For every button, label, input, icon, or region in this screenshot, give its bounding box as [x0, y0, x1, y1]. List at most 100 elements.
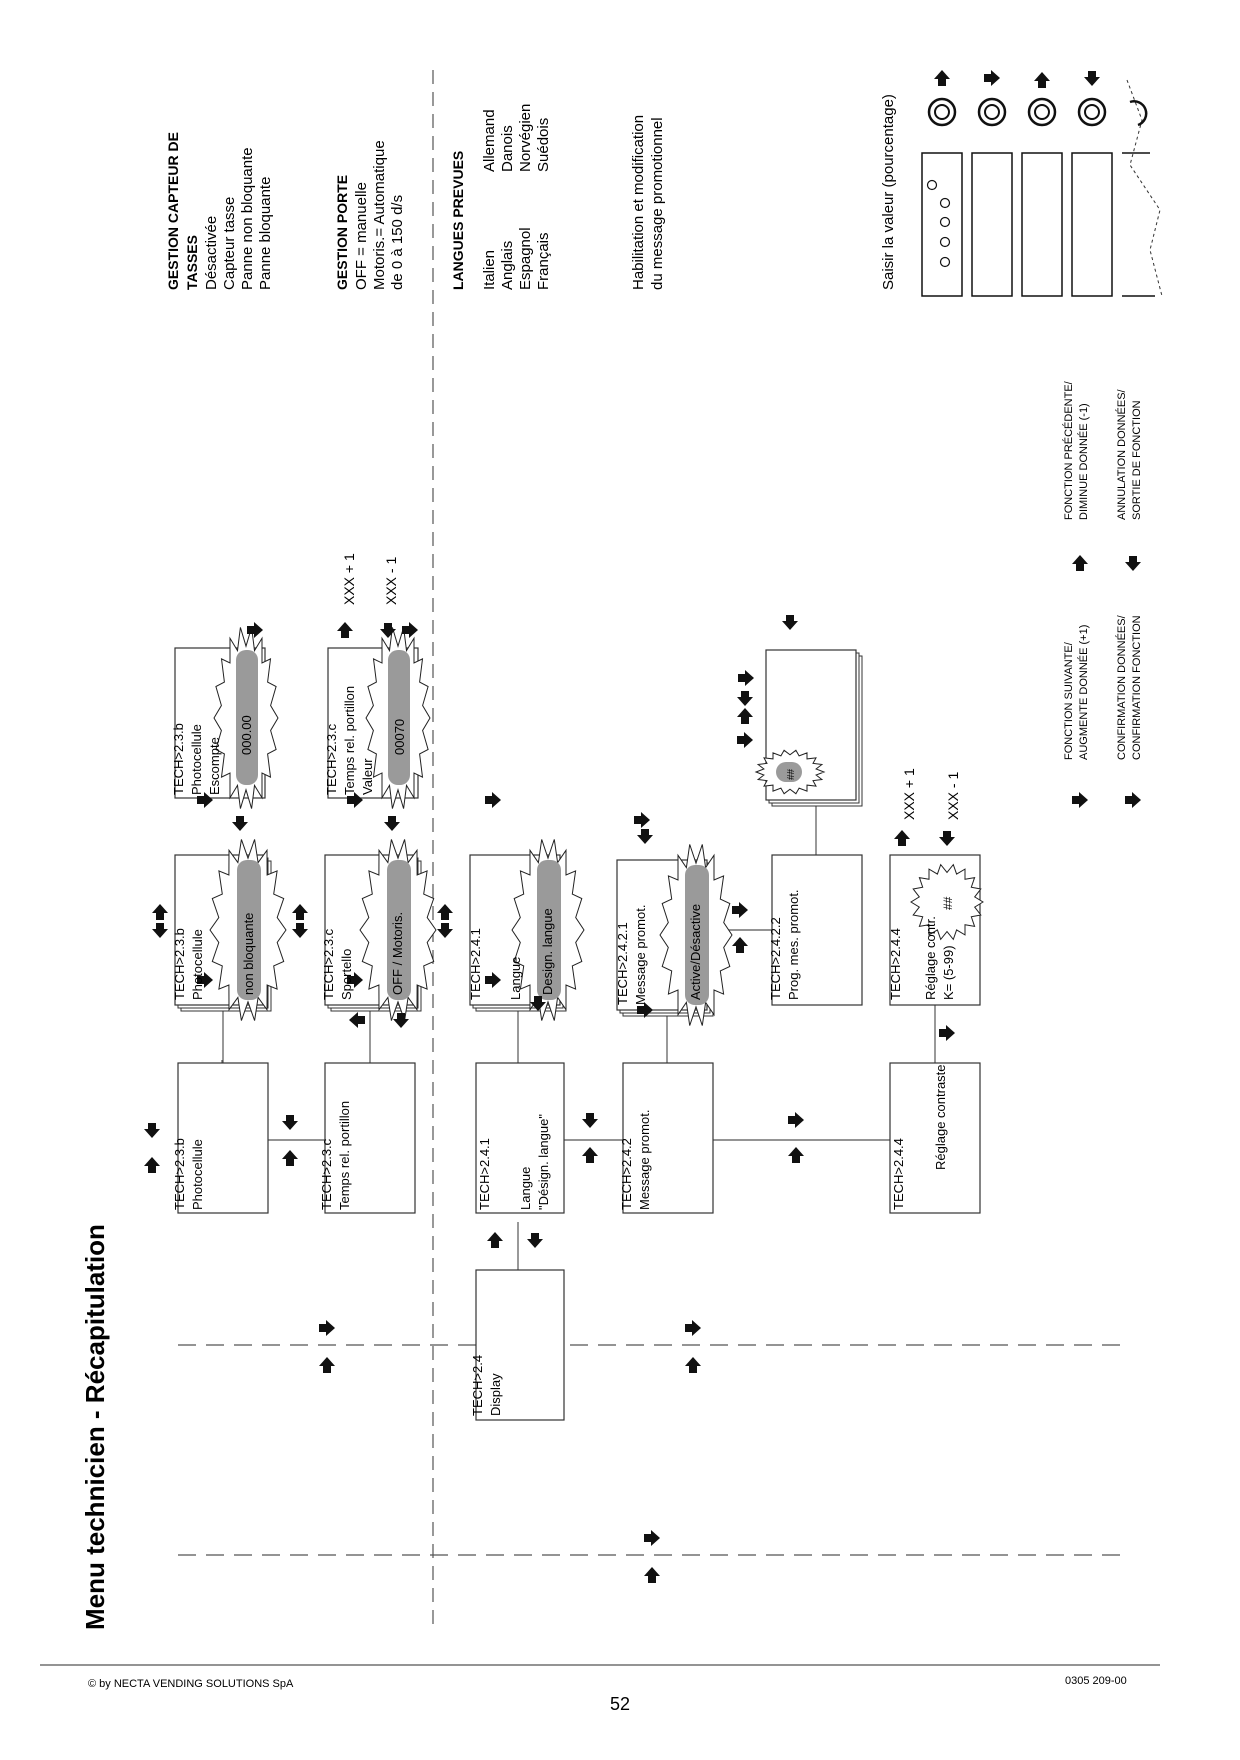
- contrast-main-text-line-0: TECH>2.4.4: [891, 1138, 906, 1210]
- nav-prev-icon: [894, 830, 910, 846]
- photocell-exc-text-line-0: TECH>2.3.b: [171, 723, 186, 795]
- promo-prog-text-line-1: Prog. mes. promot.: [786, 889, 801, 1000]
- contrast-sub-text-line-1: Réglage contr.: [923, 916, 938, 1000]
- keypad-next-icon: [984, 70, 1000, 86]
- nav-cancel-icon: [737, 691, 753, 706]
- lang-sub-text-line-1: Langue: [508, 957, 523, 1000]
- photocell-sub-value: non bloquante: [241, 913, 256, 995]
- photocell-sub-text-line-1: Photocellule: [190, 929, 205, 1000]
- photocell-exc-text-line-1: Photocellule: [189, 724, 204, 795]
- photocell-main-text-line-1: Photocellule: [190, 1139, 205, 1210]
- nav-next-icon: [738, 670, 754, 686]
- nav-next-icon: [939, 1025, 955, 1041]
- nav-prev-icon: [685, 1357, 701, 1373]
- nav-cancel-icon: [782, 615, 798, 630]
- door-time-text-line-1: Temps rel. portillon: [342, 686, 357, 795]
- nav-next-icon: [485, 792, 501, 808]
- nav-next-icon: [732, 902, 748, 918]
- door-note-item-1: Motoris.= Automatique: [371, 140, 388, 290]
- legend-cancel-icon: [1125, 556, 1141, 571]
- percent-note: Saisir la valeur (pourcentage): [880, 94, 897, 290]
- nav-cancel-icon: [144, 1123, 160, 1138]
- lang-note-title: LANGUES PREVUES: [450, 151, 466, 290]
- photocell-main-text-line-0: TECH>2.3.b: [172, 1138, 187, 1210]
- lang-sub-text-line-0: TECH>2.4.1: [468, 928, 483, 1000]
- legend-cancel-line-0: ANNULATION DONNÉES/: [1115, 388, 1128, 520]
- nav-cancel-icon: [152, 923, 168, 938]
- legend-cancel-line-1: SORTIE DE FONCTION: [1131, 400, 1143, 520]
- lang-note-col2-1: Danois: [499, 125, 516, 172]
- promo-prog-text-line-0: TECH>2.4.2.2: [768, 917, 783, 1000]
- contrast-sub-value: ##: [941, 896, 955, 910]
- cup-note-title-1: GESTION CAPTEUR DE: [165, 132, 181, 290]
- nav-prev-icon: [737, 708, 753, 724]
- cup-note-item-0: Désactivée: [203, 216, 220, 290]
- legend-next-line-1: AUGMENTE DONNÉE (+1): [1077, 625, 1090, 760]
- photocell-sub-pill: [237, 860, 261, 1000]
- promo-sub-text-line-0: TECH>2.4.2.1: [615, 922, 630, 1005]
- page-number: 52: [610, 1694, 631, 1714]
- cup-note-item-1: Capteur tasse: [221, 197, 238, 290]
- promo-sub-value: Active/Désactive: [688, 904, 703, 1000]
- door-time-value: 00070: [392, 719, 407, 755]
- door-sub-value: OFF / Motoris.: [390, 912, 405, 995]
- nav-prev-icon: [644, 1567, 660, 1583]
- legend-confirm-line-1: CONFIRMATION FONCTION: [1131, 615, 1143, 760]
- nav-next-icon: [319, 1320, 335, 1336]
- nav-cancel-icon: [384, 816, 400, 831]
- contrast-plus-label: XXX + 1: [901, 768, 917, 820]
- nav-cancel-icon: [637, 829, 653, 844]
- nav-prev-icon: [788, 1147, 804, 1163]
- photocell-sub-text-line-0: TECH>2.3.b: [172, 928, 187, 1000]
- nav-prev-icon: [337, 622, 353, 638]
- box-lang-main: [475, 1062, 565, 1214]
- door-time-pill: [388, 650, 410, 785]
- box-promo-main: [622, 1062, 714, 1214]
- nav-cancel-icon: [232, 816, 248, 831]
- keypad-confirm-icon: [1034, 72, 1050, 88]
- promo-note-line-0: Habilitation et modification: [630, 115, 647, 290]
- promo-main-text-line-0: TECH>2.4.2: [619, 1138, 634, 1210]
- legend-prev-icon: [1072, 555, 1088, 571]
- box-promo-prog: [771, 854, 863, 1006]
- contrast-sub-text-line-0: TECH>2.4.4: [888, 928, 903, 1000]
- nav-cancel-icon: [282, 1115, 298, 1130]
- contrast-sub-burst: [910, 863, 984, 941]
- door-note-title: GESTION PORTE: [334, 175, 350, 290]
- nav-prev-icon: [487, 1232, 503, 1248]
- box-promo-edit: [765, 649, 863, 807]
- footer-copyright: © by NECTA VENDING SOLUTIONS SpA: [88, 1678, 294, 1690]
- lang-sub-value: Design. langue: [540, 908, 555, 995]
- promo-sub-pill: [685, 865, 709, 1005]
- legend-next-line-0: FONCTION SUIVANTE/: [1063, 641, 1075, 760]
- promo-main-text-line-1: Message promot.: [637, 1110, 652, 1210]
- lang-note-col2-0: Allemand: [481, 109, 498, 172]
- nav-prev-icon: [152, 904, 168, 920]
- door-sub-pill: [387, 860, 411, 1000]
- contrast-sub-text-line-2: K= (5-99): [941, 945, 956, 1000]
- lang-note-col2-2: Norvégien: [517, 104, 534, 172]
- legend-confirm-icon: [1125, 792, 1141, 808]
- keypad-illustration: [921, 79, 1163, 297]
- box-door-main: [324, 1062, 416, 1214]
- door-plus-label: XXX + 1: [341, 553, 357, 605]
- nav-cancel-icon: [527, 1233, 543, 1248]
- cup-note-title-2: TASSES: [184, 235, 200, 290]
- nav-confirm-icon: [349, 1012, 365, 1028]
- door-sub-text-line-0: TECH>2.3.c: [321, 928, 336, 1000]
- legend-prev-line-1: DIMINUE DONNÉE (-1): [1077, 403, 1090, 520]
- legend-prev-line-0: FONCTION PRÉCÉDENTE/: [1062, 380, 1075, 520]
- door-time-text-line-2: Valeur: [360, 758, 375, 795]
- box-contrast-main: [889, 1062, 981, 1214]
- nav-prev-icon: [282, 1150, 298, 1166]
- keypad-dot: [939, 197, 951, 209]
- nav-next-icon: [644, 1530, 660, 1546]
- keypad-cancel-icon: [1084, 71, 1100, 86]
- box-display: [475, 1269, 565, 1421]
- nav-cancel-icon: [582, 1113, 598, 1128]
- lang-note-col1-1: Anglais: [499, 241, 516, 290]
- nav-prev-icon: [144, 1157, 160, 1173]
- nav-next-icon: [737, 732, 753, 748]
